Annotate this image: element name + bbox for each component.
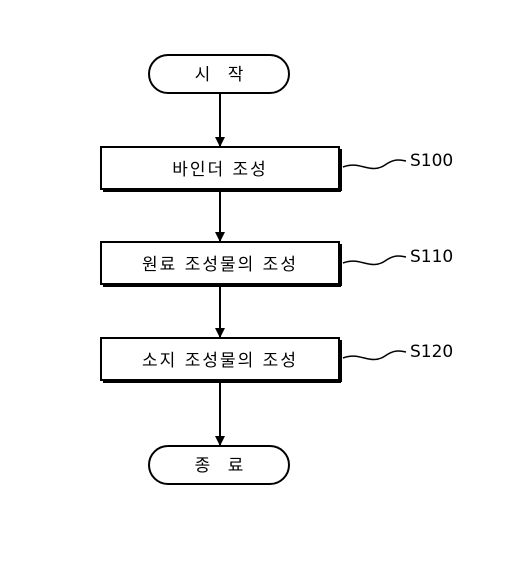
process-label-s120: 소지 조성물의 조성: [142, 351, 298, 371]
leader-line-s120: [342, 350, 407, 361]
leader-line-s110: [342, 255, 407, 266]
process-label-s110: 원료 조성물의 조성: [142, 255, 298, 275]
process-box-s100: [100, 146, 340, 190]
start-label: 시 작: [195, 65, 250, 85]
end-terminal: [148, 445, 290, 485]
end-label: 종 료: [195, 456, 250, 476]
step-id-s100: S100: [410, 151, 453, 171]
leader-line-s100: [342, 159, 407, 170]
process-label-s100: 바인더 조성: [172, 160, 268, 180]
process-box-s120: [100, 337, 340, 381]
process-box-s110: [100, 241, 340, 285]
step-id-s110: S110: [410, 247, 453, 267]
step-id-s120: S120: [410, 342, 453, 362]
